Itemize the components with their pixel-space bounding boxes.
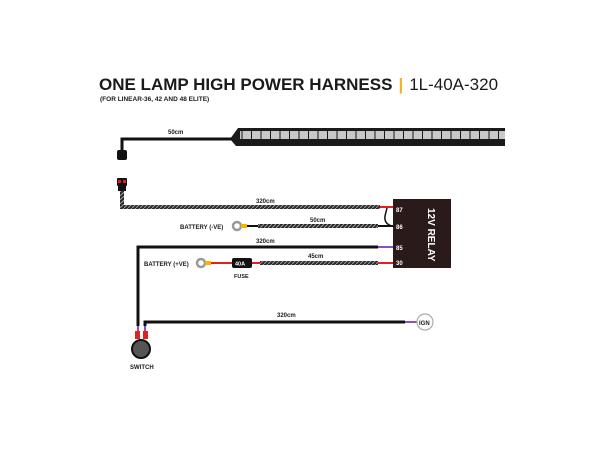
battery-negative-ring-terminal	[231, 220, 243, 232]
switch-lead-wire	[136, 245, 378, 326]
lamp-harness-length: 320cm	[256, 199, 275, 205]
lamp-lead-wire	[120, 137, 232, 151]
battery-negative-label: BATTERY (-VE)	[180, 225, 223, 231]
switch-button	[131, 339, 151, 359]
title: ONE LAMP HIGH POWER HARNESS | 1L-40A-320	[99, 75, 498, 94]
title-subtitle: (FOR LINEAR-36, 42 AND 48 ELITE)	[100, 96, 209, 103]
lamp-harness-wire	[120, 191, 380, 209]
negative-lead-wire	[258, 224, 378, 228]
relay-label: 12V RELAY	[425, 208, 436, 262]
fuse-rating: 40A	[235, 262, 245, 268]
lamp-connector	[117, 150, 127, 160]
battery-positive-ring-terminal	[195, 257, 207, 269]
harness-connector	[117, 178, 127, 191]
switch-lead-length: 320cm	[256, 239, 275, 245]
lamp-lead-length: 50cm	[168, 130, 183, 136]
switch-label: SWITCH	[130, 365, 154, 371]
light-bar	[230, 128, 505, 146]
ignition-label: IGN	[419, 321, 430, 327]
fuse: 40A	[232, 258, 252, 268]
title-code: 1L-40A-320	[409, 75, 498, 94]
negative-lead-length: 50cm	[310, 218, 325, 224]
positive-lead-length: 45cm	[308, 254, 323, 260]
title-separator: |	[398, 75, 403, 94]
relay-pin-87: 87	[396, 208, 403, 214]
positive-lead-wire	[260, 261, 378, 265]
title-main: ONE LAMP HIGH POWER HARNESS	[99, 75, 392, 94]
battery-positive-label: BATTERY (+VE)	[144, 262, 189, 268]
relay-pin-86: 86	[396, 225, 403, 231]
fuse-label: FUSE	[234, 274, 249, 280]
relay-pin-30: 30	[396, 261, 403, 267]
ignition-lead-wire	[143, 320, 405, 326]
relay-jumper	[384, 207, 393, 227]
ignition-terminal	[416, 313, 434, 331]
relay-pin-85: 85	[396, 246, 403, 252]
ignition-lead-length: 320cm	[277, 313, 296, 319]
relay: 12V RELAY 87 86 85 30	[393, 199, 451, 268]
